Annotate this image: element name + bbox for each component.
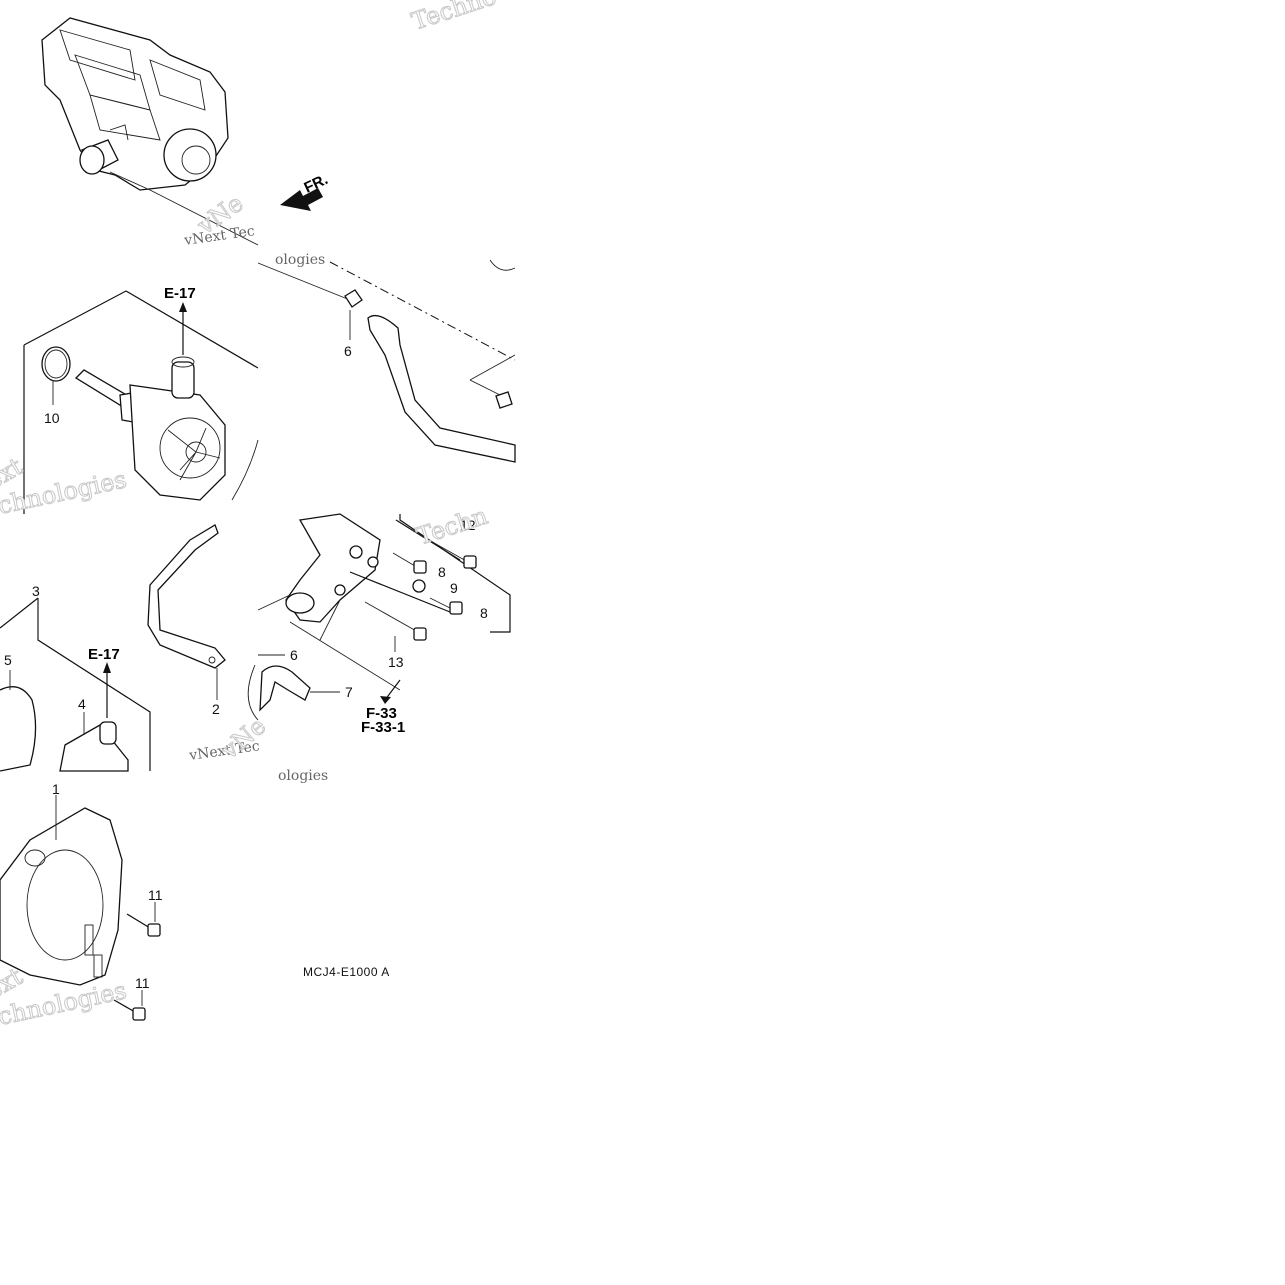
callout-5: 5 bbox=[4, 652, 12, 668]
ref-f33-arrow: F-33 F-33-1 bbox=[361, 679, 405, 736]
bolt-11-lower: 11 bbox=[113, 975, 150, 1021]
watermark: Techno bbox=[408, 0, 500, 36]
callout-8-lower: 8 bbox=[480, 605, 488, 621]
callout-11-upper: 11 bbox=[148, 887, 163, 903]
callout-4: 4 bbox=[78, 696, 86, 712]
callout-9: 9 bbox=[450, 580, 458, 596]
water-pipe bbox=[257, 513, 401, 691]
bolts-group: 8 9 8 12 13 bbox=[349, 514, 511, 670]
ref-f33: F-33 bbox=[366, 705, 397, 722]
callout-12: 12 bbox=[460, 517, 476, 533]
callout-1: 1 bbox=[52, 781, 60, 797]
water-pump: E-17 bbox=[74, 285, 259, 501]
water-hose-upper: 6 bbox=[257, 259, 516, 463]
water-pump-cover: 1 bbox=[0, 781, 123, 986]
callout-13: 13 bbox=[388, 654, 404, 670]
ref-e17-upper: E-17 bbox=[164, 285, 196, 302]
callout-7: 7 bbox=[345, 684, 353, 700]
water-hose-lower: 6 7 bbox=[247, 647, 353, 721]
watermark: ologies bbox=[275, 252, 325, 268]
callout-2: 2 bbox=[212, 701, 220, 717]
watermark: Techn bbox=[413, 502, 491, 551]
callout-10: 10 bbox=[44, 410, 60, 426]
callout-8-upper: 8 bbox=[438, 564, 446, 580]
ref-e17-lower: E-17 bbox=[88, 646, 120, 663]
callout-6-lower: 6 bbox=[290, 647, 298, 663]
o-ring: 10 bbox=[41, 346, 71, 426]
water-pump-frame bbox=[23, 290, 259, 514]
callout-3: 3 bbox=[32, 583, 40, 599]
engine-overview bbox=[41, 17, 259, 246]
pump-cover-frame: 3 bbox=[0, 583, 151, 771]
ref-f33-1: F-33-1 bbox=[361, 719, 405, 736]
callout-11-lower: 11 bbox=[135, 975, 150, 991]
diagram-code: MCJ4-E1000 A bbox=[303, 965, 390, 979]
bolt-11-upper: 11 bbox=[126, 887, 163, 937]
watermark: ologies bbox=[278, 768, 328, 784]
callout-6-upper: 6 bbox=[344, 343, 352, 359]
pump-body: 4 E-17 bbox=[59, 646, 129, 772]
gasket: 5 bbox=[0, 652, 37, 772]
front-label: FR. bbox=[302, 171, 331, 197]
front-direction-arrow: FR. bbox=[280, 171, 331, 211]
pipe-bracket: 2 bbox=[147, 524, 226, 717]
